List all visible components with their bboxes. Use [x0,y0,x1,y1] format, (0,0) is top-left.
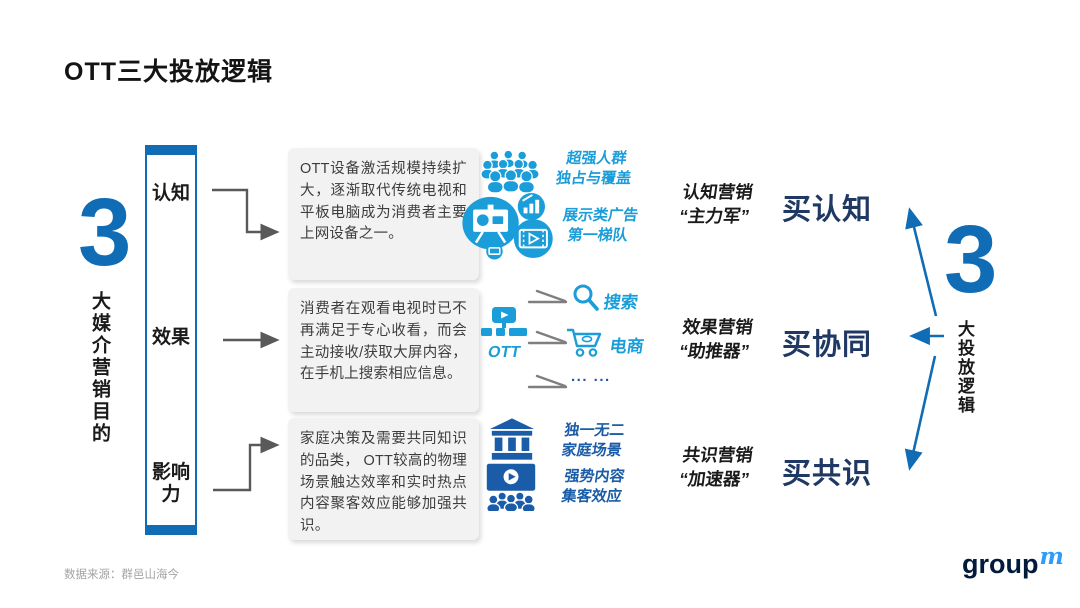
description-text-effect: 消费者在观看电视时已不再满足于专心收看，而会主动接收/获取大屏内容，在手机上搜索… [300,301,467,383]
buy-label-cognition: 买认知 [782,194,873,226]
description-box-effect: 消费者在观看电视时已不再满足于专心收看，而会主动接收/获取大屏内容，在手机上搜索… [288,288,479,412]
display-ads-icon [462,192,553,260]
objectives-bracket: 认知 效果 影响力 [145,145,197,535]
connector-cognition [212,188,280,241]
marketing-label-effect: 效果营销 “助推器” [678,317,755,361]
logic-arrow-up [905,207,938,317]
right-big-number: 3 [944,206,998,313]
highlight-content-label: 强势内容 集客效应 [560,468,626,506]
left-big-number: 3 [78,179,132,286]
groupm-logo-m-text: m [1039,543,1064,570]
description-box-influence: 家庭决策及需要共同知识的品类， OTT较高的物理场景触达效率和实时热点内容聚客效… [288,418,479,540]
page-title: OTT三大投放逻辑 [64,58,273,86]
data-source-note: 数据来源：群邑山海今 [64,569,179,581]
description-text-influence: 家庭决策及需要共同知识的品类， OTT较高的物理场景触达效率和实时热点内容聚客效… [300,431,467,534]
cart-icon [567,328,602,357]
highlight-audience-label: 超强人群 独占与覆盖 [554,150,633,188]
family-building-icon [489,418,535,460]
crowd-icon [480,149,540,194]
marketing-label-consensus: 共识营销 “加速器” [678,445,755,489]
buy-label-consensus: 买共识 [782,458,873,490]
buy-label-synergy: 买协同 [782,329,873,361]
highlight-family-label: 独一无二 家庭场景 [560,422,626,460]
bracket-item-effect: 效果 [151,327,190,348]
tv-audience-icon [486,463,536,511]
bracket-item-cognition: 认知 [151,183,190,204]
search-icon [573,284,599,311]
highlight-display-label: 展示类广告 第一梯队 [561,207,640,245]
left-vertical-label: 大媒介营销目的 [89,291,110,445]
description-text-cognition: OTT设备激活规模持续扩大，逐渐取代传统电视和平板电脑成为消费者主要上网设备之一… [300,161,467,243]
more-targets-dots: ... ... [571,368,611,385]
ott-to-search-arrow [527,289,568,304]
ott-to-more-arrow [527,374,568,389]
logic-arrow-down [904,355,937,471]
ott-to-ecommerce-arrow [527,330,568,345]
right-vertical-label: 大投放逻辑 [955,320,974,415]
ott-label: OTT [486,344,522,361]
bracket-bottom-cap [147,525,195,533]
search-label: 搜索 [602,293,640,312]
connector-influence [213,436,280,492]
bracket-top-cap [147,147,195,155]
groupm-logo: groupm [962,543,1064,580]
marketing-label-cognition: 认知营销 “主力军” [678,182,755,226]
ecommerce-label: 电商 [608,337,646,356]
groupm-logo-group-text: group [962,549,1039,579]
description-box-cognition: OTT设备激活规模持续扩大，逐渐取代传统电视和平板电脑成为消费者主要上网设备之一… [288,148,479,280]
ott-device-icon [481,307,527,336]
bracket-item-influence: 影响力 [151,462,190,505]
